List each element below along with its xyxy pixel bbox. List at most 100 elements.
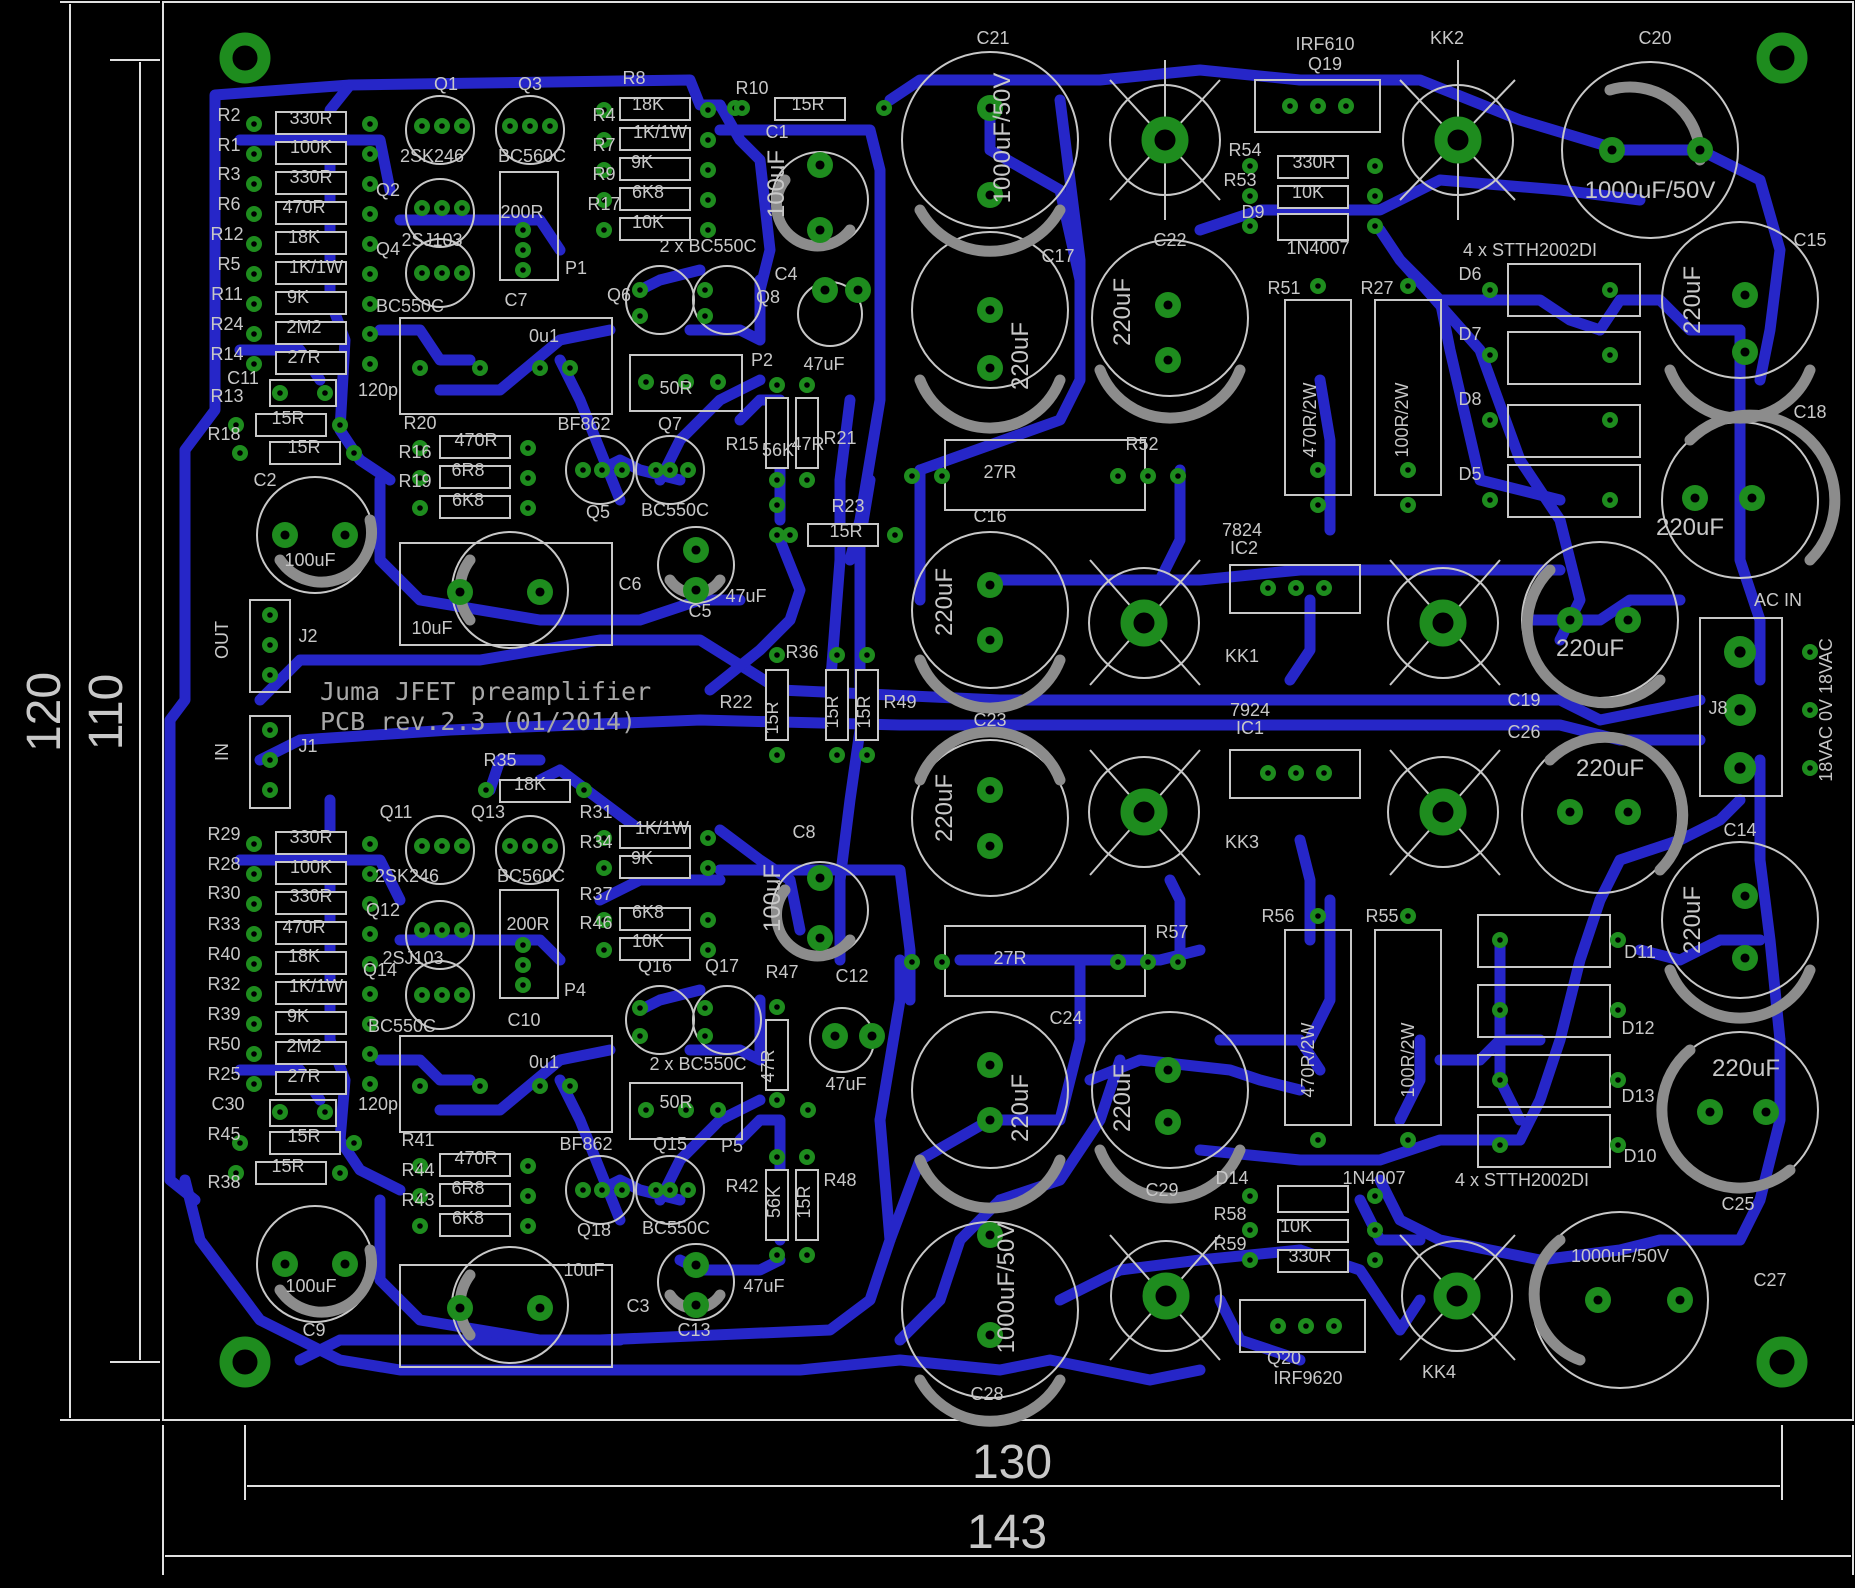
component-label: 10uF bbox=[411, 618, 452, 638]
component-label: 10K bbox=[632, 212, 664, 232]
component-label: R20 bbox=[403, 413, 436, 433]
pad-drill bbox=[643, 1107, 649, 1113]
pad-drill bbox=[1303, 1323, 1309, 1329]
pad-drill bbox=[367, 331, 373, 337]
pad-drill bbox=[455, 587, 465, 597]
component-label: R48 bbox=[823, 1170, 856, 1190]
component-label: 1N4007 bbox=[1342, 1168, 1405, 1188]
component-label: 15R bbox=[271, 1156, 304, 1176]
component-label: D5 bbox=[1458, 464, 1481, 484]
pad-drill bbox=[1487, 497, 1493, 503]
component-label: 27R bbox=[287, 347, 320, 367]
pad-drill bbox=[1175, 473, 1181, 479]
pad-drill bbox=[417, 505, 423, 511]
pad-drill bbox=[580, 467, 586, 473]
pad-drill bbox=[1163, 300, 1173, 310]
pad-drill bbox=[1145, 473, 1151, 479]
component-label: R11 bbox=[211, 284, 243, 304]
component-label: R54 bbox=[1228, 140, 1261, 160]
pad-drill bbox=[685, 467, 691, 473]
pad-drill bbox=[455, 1303, 465, 1313]
component-label: 2M2 bbox=[286, 317, 321, 337]
cap-value-label: 1000uF/50V bbox=[1585, 177, 1716, 204]
pad-drill bbox=[1734, 762, 1746, 774]
pad-drill bbox=[417, 1193, 423, 1199]
cap-value-label: 220uF bbox=[1109, 1064, 1136, 1132]
component-label: 1000uF/50V bbox=[1571, 1246, 1669, 1266]
cap-value-label: 220uF bbox=[1679, 886, 1706, 954]
pad-drill bbox=[340, 530, 350, 540]
component-label: R40 bbox=[207, 944, 240, 964]
pad-drill bbox=[683, 379, 689, 385]
pad-drill bbox=[909, 473, 915, 479]
component-label: R25 bbox=[207, 1064, 240, 1084]
component-label: 330R bbox=[289, 167, 332, 187]
component-label: 2 x BC550C bbox=[649, 1054, 746, 1074]
component-label: Q1 bbox=[434, 74, 458, 94]
pad-drill bbox=[459, 843, 465, 849]
component-label: 6K8 bbox=[632, 182, 664, 202]
component-label: 10K bbox=[1292, 182, 1324, 202]
pad-drill bbox=[417, 445, 423, 451]
pad-drill bbox=[367, 151, 373, 157]
pad-drill bbox=[367, 931, 373, 937]
pad-drill bbox=[367, 121, 373, 127]
pad-drill bbox=[1761, 1107, 1771, 1117]
pad-drill bbox=[520, 942, 526, 948]
component-label: R13 bbox=[210, 386, 243, 406]
component-label: 15R bbox=[791, 94, 824, 114]
pad-drill bbox=[1315, 103, 1321, 109]
pad-drill bbox=[667, 467, 673, 473]
pad-drill bbox=[804, 477, 810, 483]
pad-drill bbox=[1565, 615, 1575, 625]
pad-drill bbox=[237, 450, 243, 456]
pad-drill bbox=[251, 1051, 257, 1057]
component-label: R9 bbox=[592, 164, 615, 184]
cap-value-label: 220uF bbox=[1007, 1074, 1034, 1142]
pad-drill bbox=[251, 181, 257, 187]
pad-drill bbox=[774, 502, 780, 508]
pad-drill bbox=[1315, 1137, 1321, 1143]
component-label: 56K bbox=[762, 440, 794, 460]
pad-drill bbox=[337, 1170, 343, 1176]
component-label: C1 bbox=[765, 122, 788, 142]
pad-drill bbox=[1247, 1227, 1253, 1233]
component-label: Q4 bbox=[376, 239, 400, 259]
pad-drill bbox=[267, 672, 273, 678]
component-label: Q18 bbox=[577, 1220, 611, 1240]
component-label: 50R bbox=[659, 1092, 692, 1112]
pad-drill bbox=[367, 841, 373, 847]
component-label: C12 bbox=[835, 966, 868, 986]
pad-drill bbox=[867, 1031, 877, 1041]
pad-drill bbox=[1405, 913, 1411, 919]
pad-drill bbox=[1807, 765, 1813, 771]
pad-drill bbox=[507, 843, 513, 849]
pad-drill bbox=[251, 121, 257, 127]
pad-drill bbox=[815, 933, 825, 943]
pad-drill bbox=[417, 1163, 423, 1169]
pad-drill bbox=[1607, 417, 1613, 423]
component-label: BC560C bbox=[498, 146, 566, 166]
component-label: C8 bbox=[792, 822, 815, 842]
component-label: 56K bbox=[764, 1186, 784, 1218]
component-label: OUT bbox=[212, 621, 232, 659]
component-label: Q11 bbox=[380, 802, 413, 822]
component-label: R1 bbox=[217, 135, 240, 155]
cap-value-label: 220uF bbox=[1576, 755, 1644, 782]
component-label: R34 bbox=[579, 832, 612, 852]
pad-drill bbox=[739, 105, 745, 111]
component-label: C24 bbox=[1049, 1008, 1082, 1028]
pad-drill bbox=[251, 1021, 257, 1027]
pad-drill bbox=[459, 927, 465, 933]
pad-drill bbox=[251, 991, 257, 997]
component-label: C20 bbox=[1638, 28, 1671, 48]
pad-drill bbox=[774, 652, 780, 658]
component-label: 100uF bbox=[285, 1276, 336, 1296]
component-label: R39 bbox=[207, 1004, 240, 1024]
pad-drill bbox=[601, 167, 607, 173]
component-label: C5 bbox=[688, 601, 711, 621]
component-label: 100uF bbox=[284, 550, 335, 570]
pad-drill bbox=[1405, 1137, 1411, 1143]
component-label: R27 bbox=[1360, 278, 1393, 298]
